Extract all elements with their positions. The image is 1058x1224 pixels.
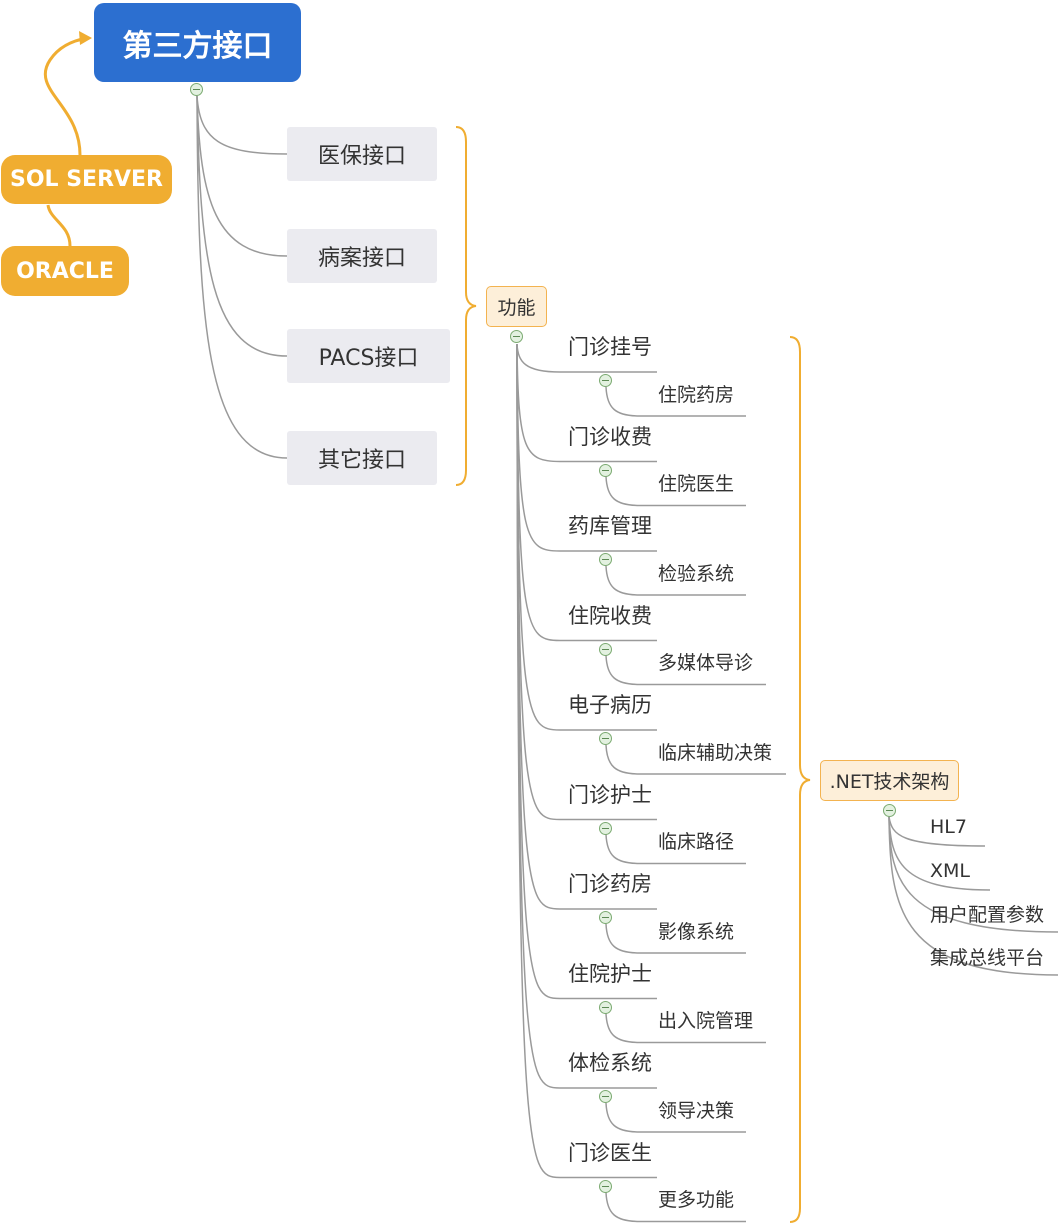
- function-item[interactable]: 药库管理: [568, 514, 652, 538]
- function-subitem[interactable]: 更多功能: [658, 1189, 735, 1211]
- function-item[interactable]: 住院护士: [568, 961, 652, 986]
- db-connector-sqlserver: [43, 36, 89, 156]
- subitem-connector: [605, 386, 746, 417]
- db-node-oracle[interactable]: ORACLE: [1, 246, 129, 296]
- function-item[interactable]: 门诊医生: [568, 1140, 652, 1165]
- interface-connectors: [196, 95, 288, 459]
- function-item-collapse-icon[interactable]: [599, 1090, 612, 1103]
- interfaces-brace: [455, 126, 477, 486]
- tech-item-xml[interactable]: XML: [930, 860, 970, 882]
- subitem-connector: [605, 923, 746, 954]
- arrow-head-icon: [79, 31, 92, 45]
- function-item[interactable]: 门诊药房: [568, 872, 652, 896]
- tech-item-integration-bus[interactable]: 集成总线平台: [930, 946, 1045, 969]
- function-subitem[interactable]: 临床辅助决策: [658, 741, 773, 764]
- subitem-connector: [605, 1192, 746, 1223]
- function-item-collapse-icon[interactable]: [599, 732, 612, 745]
- function-connector: [516, 343, 657, 642]
- root-node[interactable]: 第三方接口: [94, 3, 301, 82]
- interface-node-medical-insurance[interactable]: 医保接口: [287, 127, 437, 181]
- tech-group-collapse-icon[interactable]: [883, 804, 896, 817]
- function-group-collapse-icon[interactable]: [510, 330, 523, 343]
- subitem-connector: [605, 476, 746, 507]
- function-subitem[interactable]: 检验系统: [658, 562, 735, 585]
- root-collapse-icon[interactable]: [190, 83, 203, 96]
- subitem-connector: [605, 1102, 746, 1133]
- function-item-collapse-icon[interactable]: [599, 911, 612, 924]
- function-item[interactable]: 门诊护士: [568, 782, 652, 807]
- function-item[interactable]: 住院收费: [568, 603, 652, 628]
- function-item-collapse-icon[interactable]: [599, 642, 612, 656]
- db-node-sqlserver[interactable]: SOL SERVER: [1, 155, 172, 204]
- tech-connectors: [888, 816, 1058, 976]
- interface-node-pacs[interactable]: PACS接口: [287, 329, 450, 383]
- interface-node-other[interactable]: 其它接口: [287, 431, 437, 485]
- function-item-collapse-icon[interactable]: [599, 374, 612, 387]
- functions-brace: [789, 336, 811, 1223]
- subitem-connector: [605, 744, 786, 775]
- function-subitem[interactable]: 住院药房: [658, 383, 735, 406]
- tech-item-hl7[interactable]: HL7: [930, 816, 967, 838]
- function-item-collapse-icon[interactable]: [599, 1179, 612, 1193]
- function-item-collapse-icon[interactable]: [599, 463, 612, 477]
- function-connector: [516, 343, 657, 1179]
- db-connector-oracle: [46, 204, 72, 247]
- function-connectors: [516, 343, 786, 1223]
- tech-group-node[interactable]: .NET技术架构: [820, 760, 959, 801]
- function-item-collapse-icon[interactable]: [599, 821, 612, 835]
- function-item[interactable]: 体检系统: [568, 1051, 652, 1075]
- tech-item-user-config[interactable]: 用户配置参数: [930, 903, 1045, 926]
- subitem-connector: [605, 834, 746, 865]
- subitem-connector: [605, 565, 746, 596]
- function-subitem[interactable]: 多媒体导诊: [658, 652, 754, 674]
- function-item-collapse-icon[interactable]: [599, 553, 612, 566]
- function-item[interactable]: 门诊挂号: [568, 335, 652, 359]
- function-subitem[interactable]: 住院医生: [658, 473, 735, 495]
- function-subitem[interactable]: 出入院管理: [658, 1010, 754, 1032]
- function-subitem[interactable]: 临床路径: [658, 831, 735, 853]
- function-subitem[interactable]: 领导决策: [658, 1099, 735, 1122]
- function-item[interactable]: 电子病历: [568, 693, 652, 717]
- function-subitem[interactable]: 影像系统: [658, 920, 735, 943]
- function-item[interactable]: 门诊收费: [568, 424, 652, 449]
- subitem-connector: [605, 1013, 766, 1044]
- subitem-connector: [605, 655, 766, 686]
- function-item-collapse-icon[interactable]: [599, 1000, 612, 1014]
- function-group-node[interactable]: 功能: [486, 286, 547, 327]
- interface-node-medical-records[interactable]: 病案接口: [287, 229, 437, 283]
